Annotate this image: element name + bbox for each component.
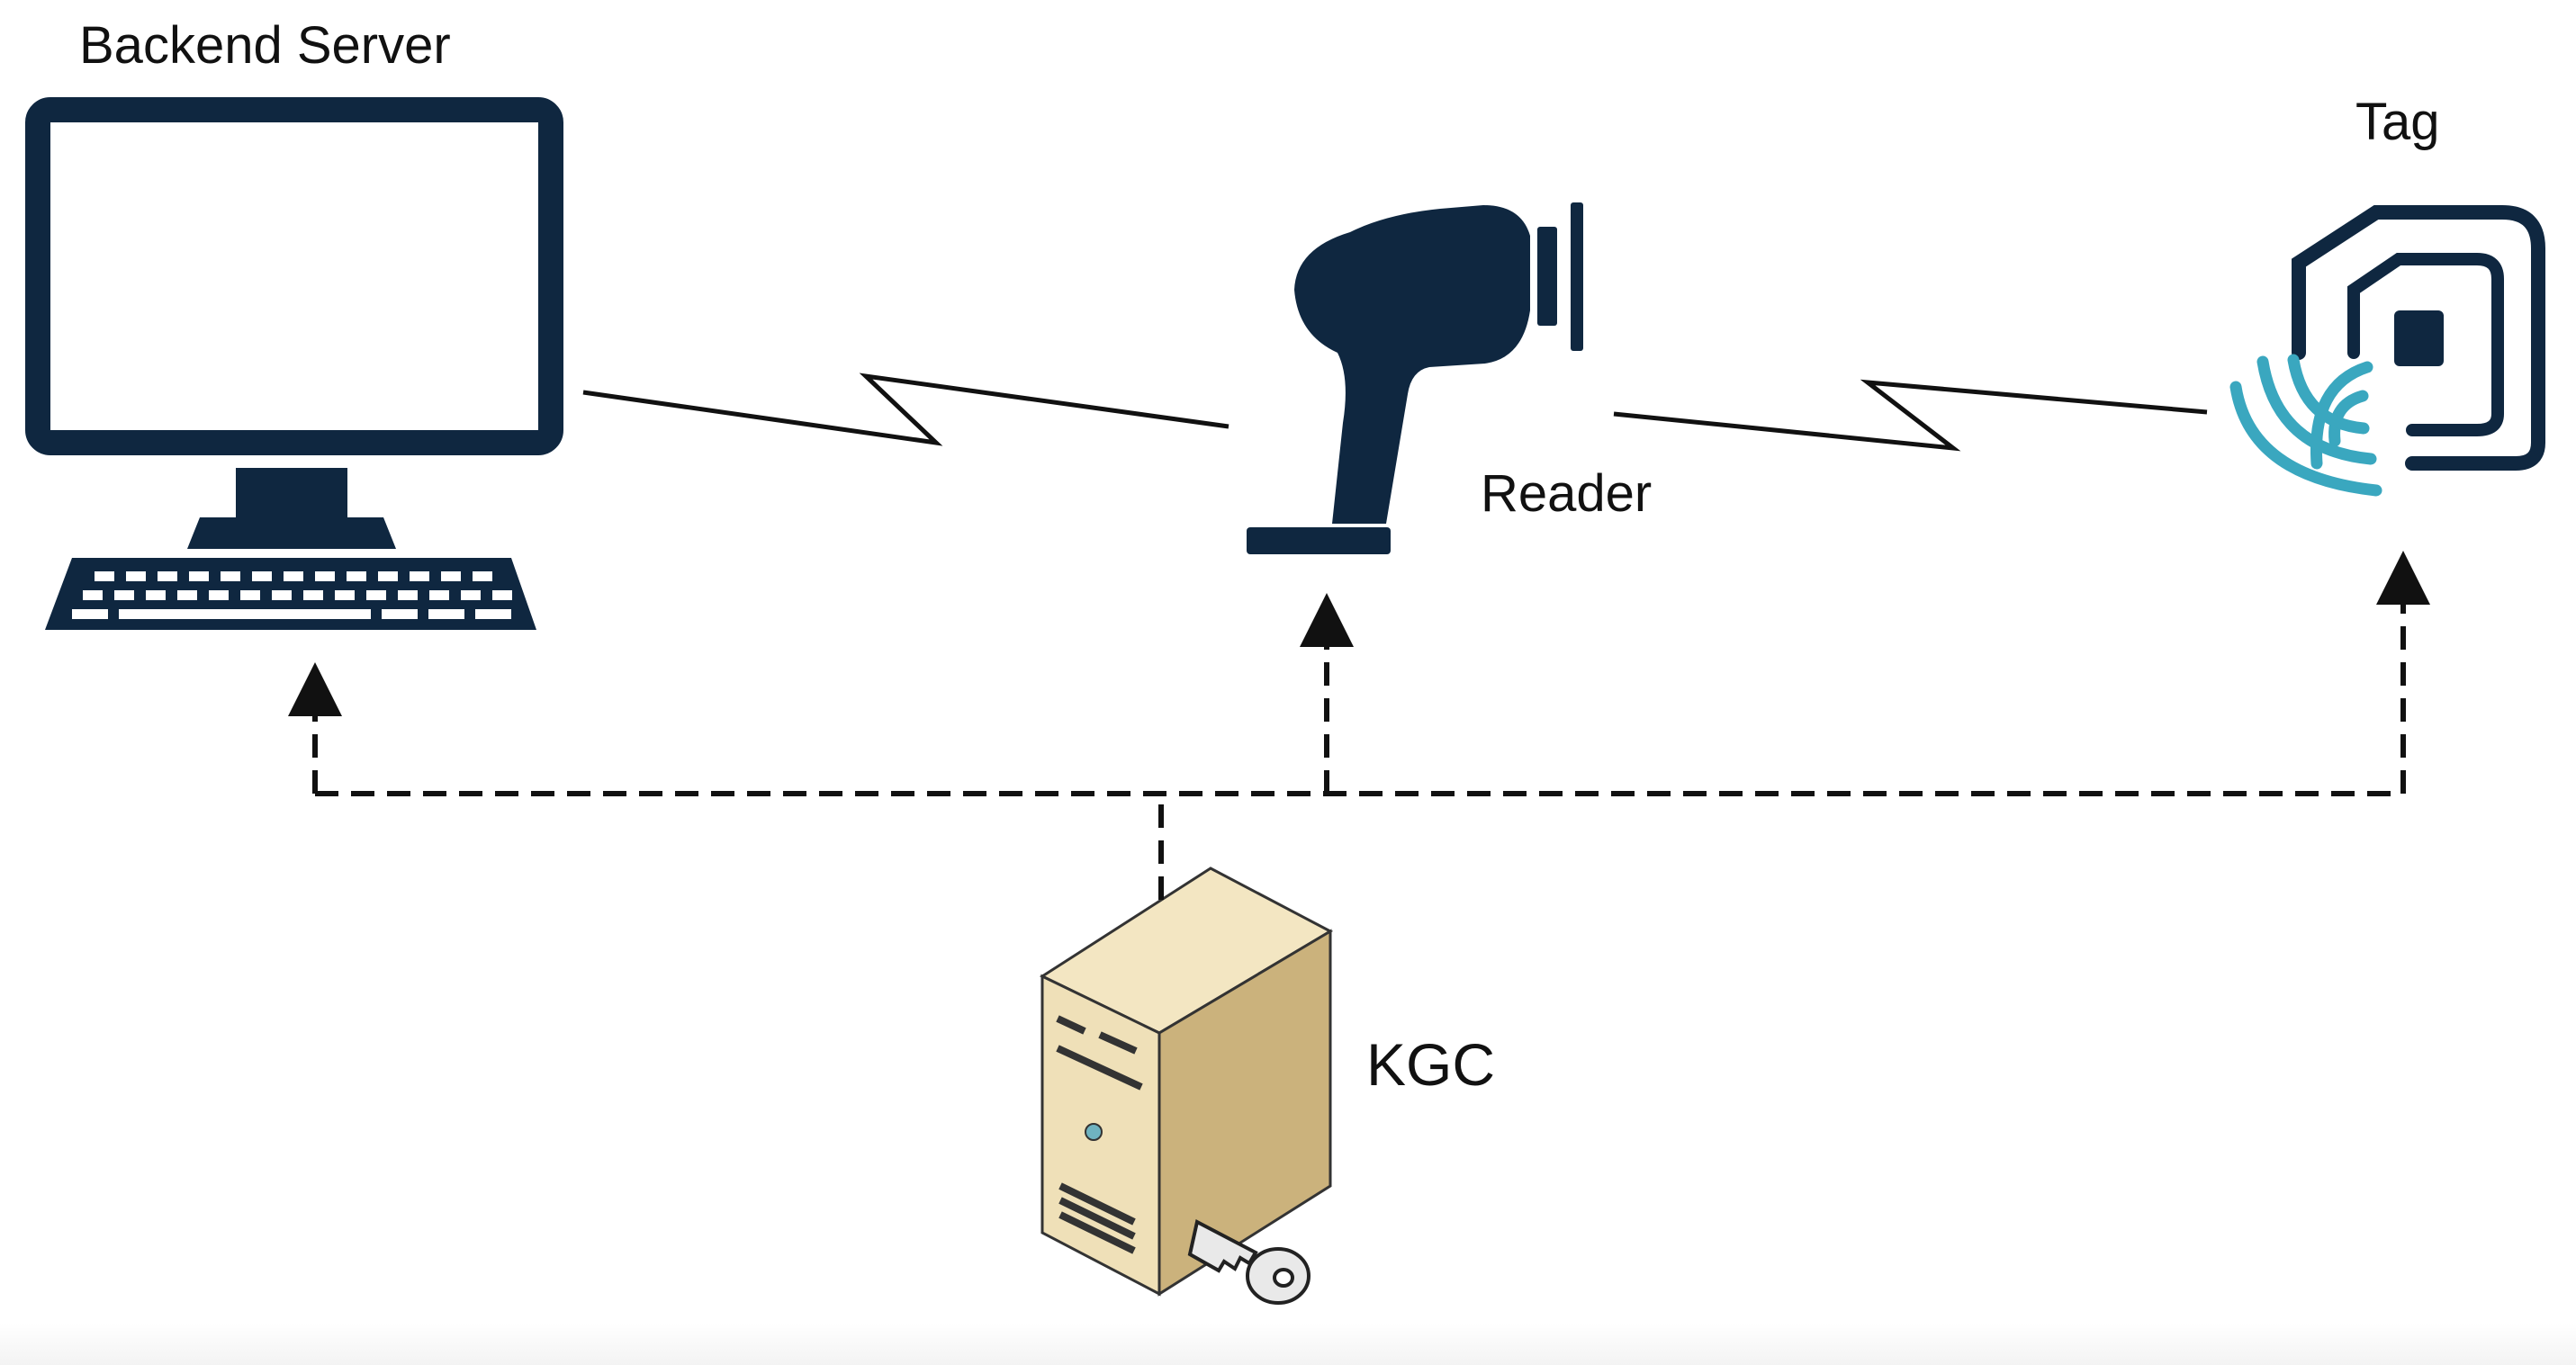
link-reader-tag (1613, 379, 2208, 452)
bottom-shadow-band (0, 1323, 2576, 1365)
server-side (1157, 929, 1332, 1297)
backend-server-label: Backend Server (79, 16, 451, 75)
rfid-tag-icon (2229, 205, 2545, 497)
rfid-reader-icon (1247, 202, 1583, 554)
reader-antenna-outer (1571, 202, 1583, 351)
server-drive-bays (1056, 1015, 1143, 1254)
tag-label: Tag (2355, 93, 2440, 151)
key-icon (1187, 1219, 1311, 1305)
wireless-waves-icon (2229, 354, 2382, 497)
monitor-base (187, 517, 396, 549)
reader-antenna (1537, 227, 1557, 326)
reader-body (1294, 205, 1530, 524)
tag-inner-frame (2347, 253, 2504, 436)
link-backend-reader (582, 373, 1229, 446)
keyboard-keys (72, 571, 512, 619)
server-power-light (1085, 1123, 1103, 1141)
desktop-computer-icon (25, 97, 563, 630)
reader-label: Reader (1481, 464, 1653, 523)
tag-chip (2394, 310, 2444, 366)
monitor-stand (236, 468, 347, 517)
kgc-label: KGC (1366, 1031, 1496, 1098)
tag-outer-frame (2292, 205, 2545, 471)
kgc-distribution-links (288, 551, 2430, 900)
server-with-key-icon (1039, 867, 1334, 1305)
reader-base (1247, 527, 1391, 554)
monitor-screen (25, 97, 563, 455)
